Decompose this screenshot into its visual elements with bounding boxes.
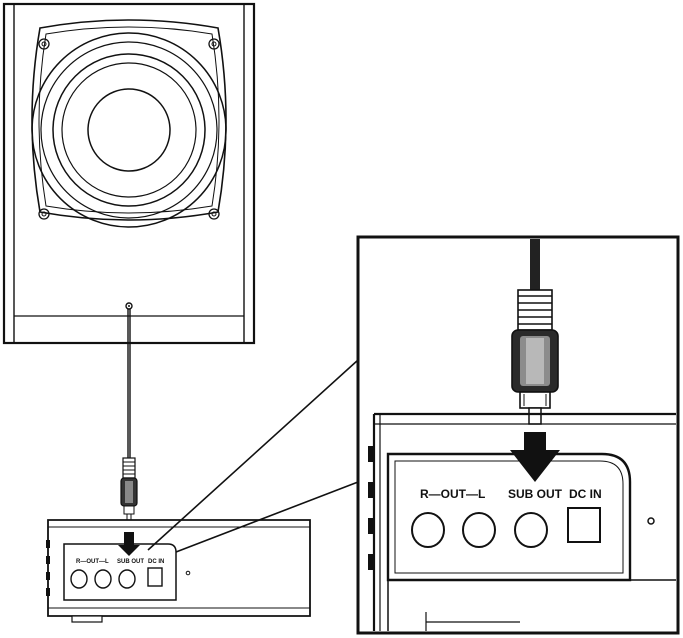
rca-plug-icon (121, 458, 137, 522)
sub-out-label: SUB OUT (508, 487, 563, 501)
out-rl-label: R—OUT—L (420, 487, 485, 501)
subwoofer-icon (4, 4, 254, 343)
soundbar-body (46, 520, 310, 622)
dc-in-label: DC IN (569, 487, 602, 501)
small-sub-out-label: SUB OUT (117, 559, 144, 565)
small-out-rl-label: R—OUT—L (76, 559, 109, 565)
small-dc-in-label: DC IN (148, 559, 164, 565)
zoom-inset: R—OUT—L SUB OUT DC IN (358, 237, 678, 633)
